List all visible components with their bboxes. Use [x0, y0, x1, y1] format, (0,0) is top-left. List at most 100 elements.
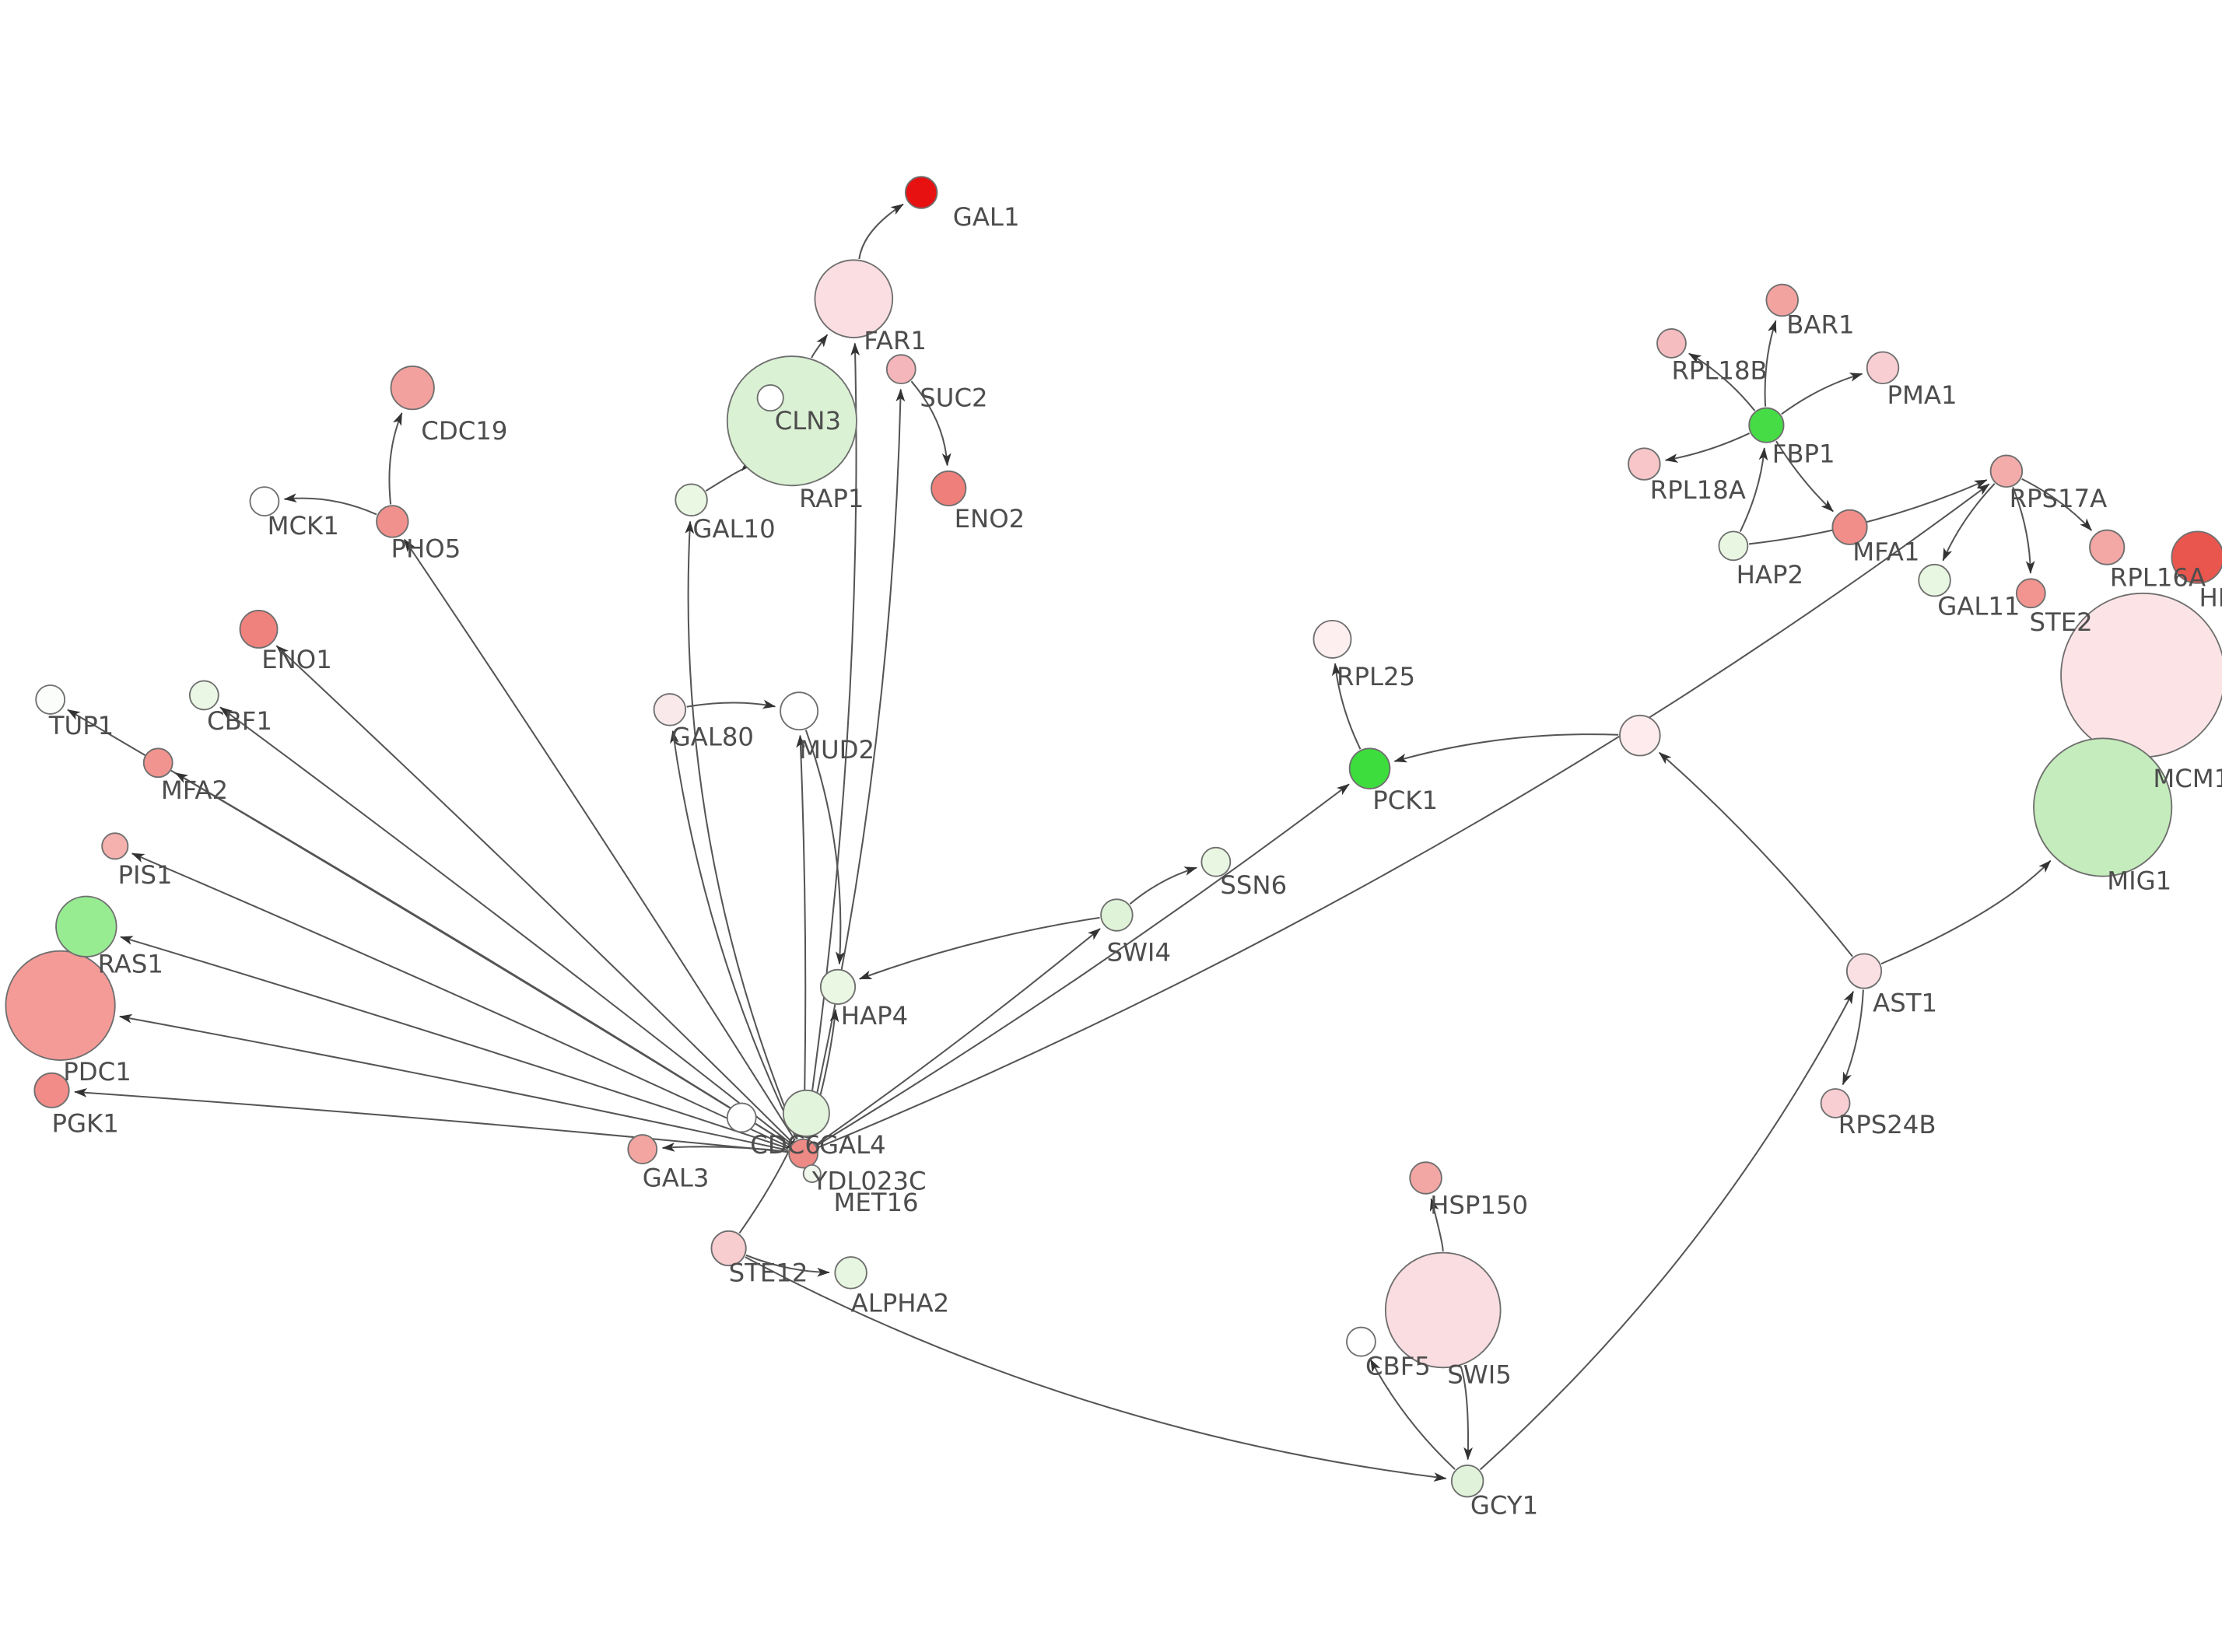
edge-FBP1-RPL18A[interactable] — [1664, 432, 1751, 463]
node-HIS4[interactable] — [2171, 530, 2222, 584]
node-CDC6[interactable] — [726, 1102, 757, 1133]
edge-GAL4-GAL10[interactable] — [685, 520, 798, 1139]
edge-AST1-MIG1[interactable] — [1880, 859, 2052, 965]
node-YDL023C[interactable] — [782, 1089, 830, 1137]
node-PIS1[interactable] — [101, 832, 129, 860]
edge-HAP2-FBP1[interactable] — [1739, 447, 1768, 532]
node-PCK1[interactable] — [1348, 747, 1391, 789]
edge-PHO5-MCK1[interactable] — [283, 493, 377, 516]
edge-GAL4-PHO5[interactable] — [404, 538, 796, 1141]
edge-GAL4-CBF1[interactable] — [219, 706, 792, 1145]
node-STE2[interactable] — [2015, 578, 2046, 609]
node-GAL10[interactable] — [675, 483, 708, 516]
edge-PHO5-CDC19[interactable] — [388, 412, 403, 505]
node-MFA2[interactable] — [142, 747, 173, 779]
node-MCM1[interactable] — [2060, 592, 2222, 758]
edge-GAL4-PCK1[interactable] — [816, 783, 1350, 1146]
edge-STE12-GCY1[interactable] — [745, 1256, 1447, 1482]
edge-GAL4-PIS1[interactable] — [131, 852, 790, 1148]
node-RPL18A[interactable] — [1628, 447, 1661, 481]
edge-GAL4-GAL80[interactable] — [670, 730, 797, 1140]
node-RPS17A[interactable] — [1989, 454, 2024, 488]
edge-FAR1-GAL1[interactable] — [858, 203, 904, 260]
node-RPS24B[interactable] — [1820, 1088, 1851, 1118]
edge-GAL4-GAL3[interactable] — [661, 1143, 788, 1153]
edge-GAL4-FAR1[interactable] — [804, 342, 860, 1139]
node-FBP1[interactable] — [1748, 407, 1785, 443]
node-SWI4[interactable] — [1100, 898, 1134, 932]
node-RPL25[interactable] — [1313, 619, 1352, 659]
edge-GAL80-MUD2[interactable] — [686, 699, 776, 709]
node-SWI5[interactable] — [1384, 1251, 1502, 1369]
edge-GAL4-ENO1[interactable] — [275, 645, 793, 1143]
edge-GAL4-PDC1[interactable] — [118, 1013, 788, 1151]
node-GCY1[interactable] — [1450, 1464, 1484, 1498]
edge-AST1-RPS24B[interactable] — [1842, 989, 1864, 1086]
node-RPL18B[interactable] — [1656, 328, 1687, 359]
node-PMA1[interactable] — [1866, 351, 1900, 385]
edge-SWI5-GCY1[interactable] — [1460, 1366, 1473, 1461]
node-MET16[interactable] — [802, 1164, 822, 1183]
edge-CLN3-FAR1[interactable] — [811, 334, 829, 359]
node-GAL4[interactable] — [788, 1138, 819, 1169]
node-NODE34[interactable] — [1619, 714, 1661, 757]
edge-RPS17A-STE2[interactable] — [2012, 486, 2035, 574]
edge-NODE34-PCK1[interactable] — [1393, 733, 1619, 763]
edge-SWI4-HAP4[interactable] — [858, 916, 1100, 980]
node-TUP1[interactable] — [35, 684, 66, 715]
edge-GAL4-SUC2[interactable] — [806, 388, 906, 1139]
edge-GCY1-AST1[interactable] — [1479, 990, 1855, 1471]
edge-GAL4-MUD2[interactable] — [796, 734, 807, 1138]
edge-HAP2-RPS17A[interactable] — [1748, 479, 1988, 545]
edge-FBP1-RPL18B[interactable] — [1688, 352, 1756, 411]
edge-GAL4-PGK1[interactable] — [74, 1088, 788, 1153]
node-CDC19[interactable] — [390, 366, 435, 411]
node-HAP4[interactable] — [819, 968, 857, 1005]
edge-GAL4-TUP1[interactable] — [67, 709, 791, 1146]
node-ENO2[interactable] — [931, 470, 967, 507]
node-HSP150[interactable] — [1409, 1161, 1442, 1195]
node-GAL3[interactable] — [627, 1134, 658, 1164]
node-GAL80[interactable] — [653, 693, 687, 726]
edge-STE12-ALPHA2[interactable] — [745, 1254, 830, 1277]
node-MCK1[interactable] — [249, 486, 280, 516]
edge-GAL4-SWI4[interactable] — [815, 928, 1101, 1146]
node-CLN3[interactable] — [726, 355, 857, 487]
node-CBF5[interactable] — [1346, 1326, 1376, 1357]
node-FAR1[interactable] — [814, 259, 894, 338]
edge-AST1-NODE34[interactable] — [1659, 751, 1853, 957]
node-PGK1[interactable] — [33, 1072, 70, 1108]
node-ENO1[interactable] — [239, 610, 279, 649]
edge-GAL4-RPS17A[interactable] — [818, 483, 1990, 1149]
node-SUC2[interactable] — [885, 354, 916, 385]
node-RAP1[interactable] — [756, 384, 784, 412]
edge-FBP1-PMA1[interactable] — [1781, 373, 1863, 415]
node-STE12[interactable] — [710, 1230, 747, 1267]
edge-SWI4-SSN6[interactable] — [1129, 866, 1197, 905]
edge-FBP1-MFA1[interactable] — [1775, 440, 1834, 513]
node-ALPHA2[interactable] — [834, 1256, 867, 1290]
node-HAP2[interactable] — [1718, 530, 1749, 562]
node-MUD2[interactable] — [780, 691, 819, 731]
edge-GCY1-CBF5[interactable] — [1369, 1359, 1456, 1470]
node-MIG1[interactable] — [2033, 737, 2173, 877]
node-AST1[interactable] — [1845, 953, 1883, 989]
edge-SWI5-HSP150[interactable] — [1429, 1198, 1444, 1251]
node-GAL1[interactable] — [904, 176, 938, 209]
node-SSN6[interactable] — [1200, 846, 1232, 877]
node-PDC1[interactable] — [5, 950, 116, 1061]
node-RPL16A[interactable] — [2089, 529, 2126, 565]
edge-GAL10-CLN3[interactable] — [705, 458, 754, 492]
node-MFA1[interactable] — [1831, 509, 1868, 545]
edge-MUD2-HAP4[interactable] — [804, 730, 845, 965]
node-BAR1[interactable] — [1765, 283, 1799, 317]
edge-PCK1-RPL25[interactable] — [1331, 663, 1362, 750]
edge-SUC2-ENO2[interactable] — [910, 380, 952, 467]
edge-STE12-YDL023C[interactable] — [738, 1139, 795, 1234]
node-GAL11[interactable] — [1918, 563, 1951, 597]
node-PHO5[interactable] — [376, 505, 409, 538]
edge-GAL4-MFA2[interactable] — [174, 772, 791, 1146]
edge-RPS17A-GAL11[interactable] — [1942, 483, 1996, 562]
node-CBF1[interactable] — [188, 680, 219, 711]
node-RAS1[interactable] — [55, 895, 117, 957]
